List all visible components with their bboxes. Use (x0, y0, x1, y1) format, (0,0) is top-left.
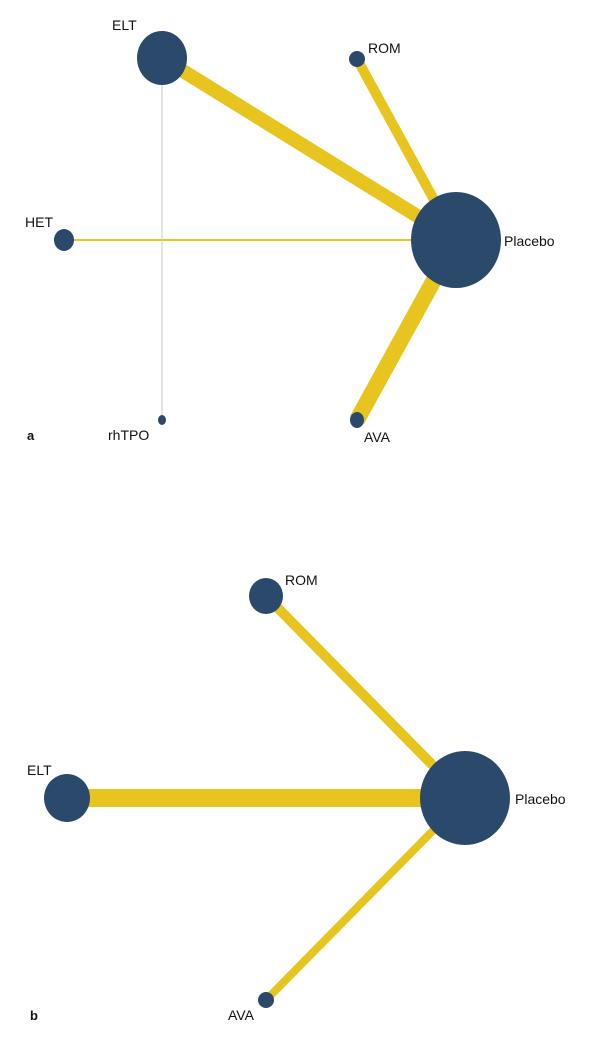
node-label-elt: ELT (112, 17, 137, 33)
node-placebo (420, 751, 510, 845)
node-ava (350, 412, 364, 428)
panel-label: a (27, 428, 35, 443)
node-rom (249, 578, 283, 614)
node-het (54, 229, 74, 251)
edge-ava-placebo (263, 795, 468, 1003)
node-elt (44, 774, 90, 822)
node-label-ava: AVA (228, 1007, 255, 1023)
node-label-placebo: Placebo (515, 791, 566, 807)
node-label-placebo: Placebo (504, 233, 555, 249)
node-label-het: HET (25, 214, 53, 230)
node-label-elt: ELT (27, 762, 52, 778)
node-label-rhtpo: rhTPO (108, 427, 149, 443)
node-placebo (411, 192, 501, 288)
node-label-rom: ROM (285, 572, 318, 588)
edge-elt-placebo (158, 52, 460, 246)
node-label-rom: ROM (368, 40, 401, 56)
node-rhtpo (158, 415, 166, 425)
edge-rom-placebo (262, 592, 469, 802)
node-rom (349, 51, 365, 67)
node-ava (258, 992, 274, 1008)
node-label-ava: AVA (364, 429, 391, 445)
node-elt (137, 31, 187, 85)
panel-label: b (30, 1008, 38, 1023)
